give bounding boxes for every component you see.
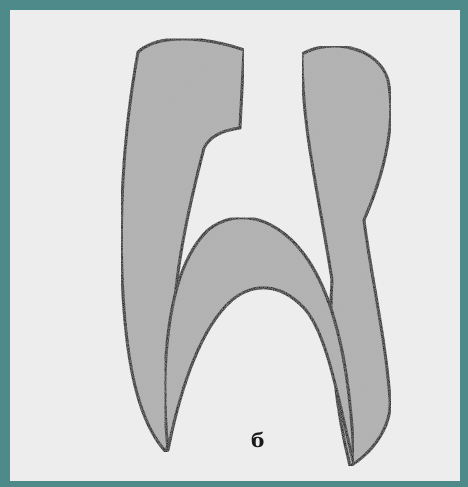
tooth-section-icon	[10, 10, 460, 481]
frame-left-edge	[0, 0, 10, 487]
frame-bottom-edge	[0, 481, 468, 487]
figure-label: б	[251, 430, 264, 450]
frame-right-edge	[460, 0, 468, 487]
frame-top-edge	[0, 0, 468, 10]
figure-panel: б	[10, 10, 460, 481]
